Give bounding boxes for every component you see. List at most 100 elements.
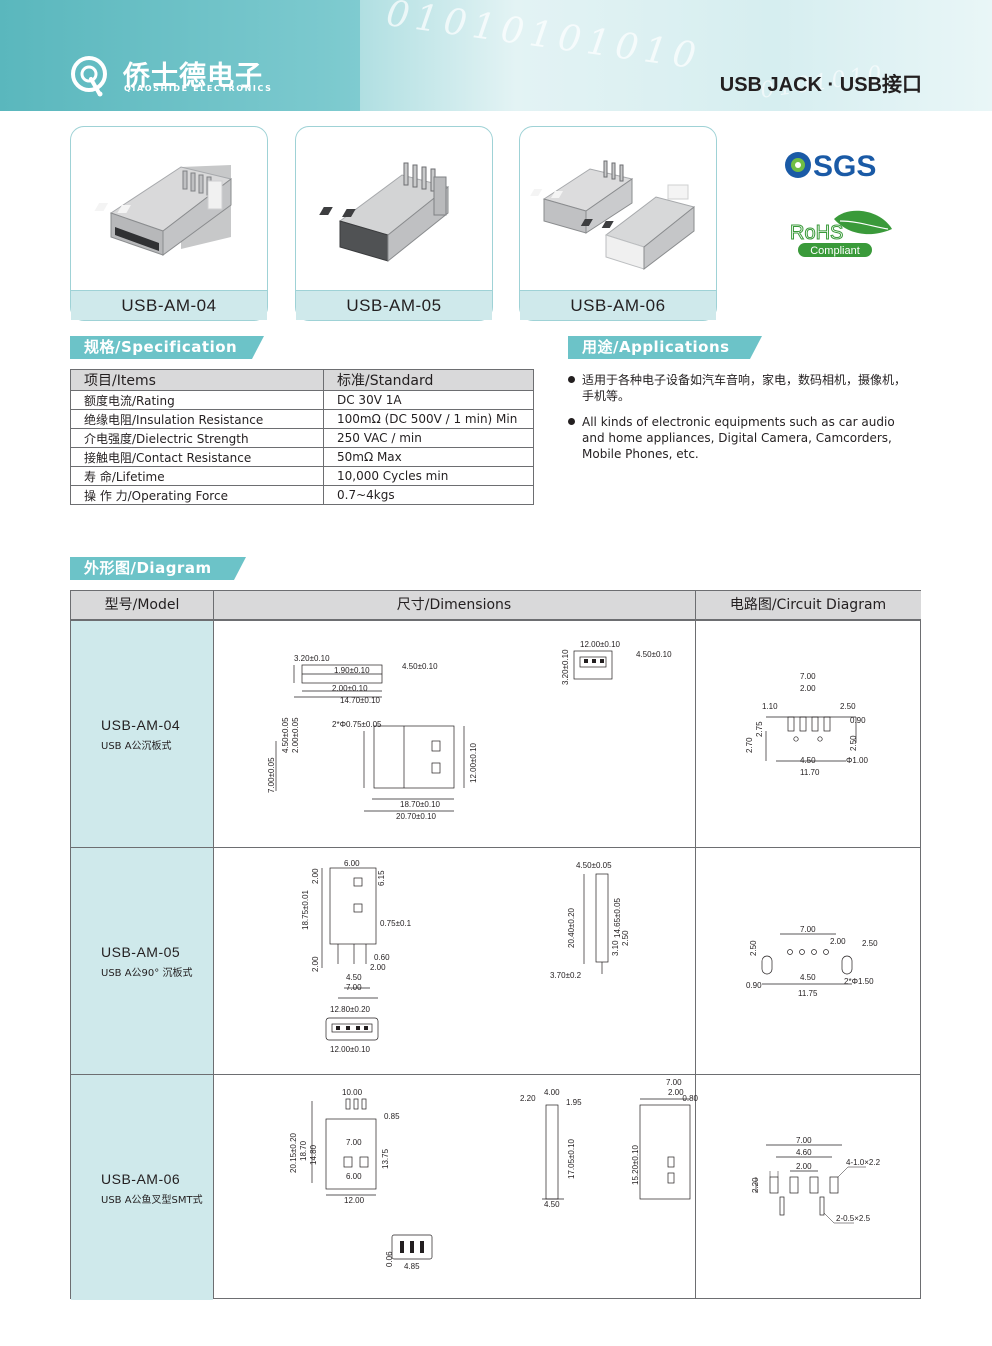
model-cell-usb-am-06: USB-AM-06 USB A公鱼叉型SMT式 [71, 1075, 213, 1300]
dim-label: 7.00 [346, 1138, 362, 1147]
spec-item: 操 作 力/Operating Force [70, 485, 324, 505]
dim-label: 14.80 [309, 1144, 318, 1165]
dim-label: 4.50±0.10 [402, 662, 438, 671]
circuit-label: 2.00 [800, 684, 816, 693]
table-header-row: 项目/Items 标准/Standard [70, 369, 534, 391]
spec-item: 接触电阻/Contact Resistance [70, 447, 324, 467]
circuit-label: 2.50 [849, 735, 858, 751]
dim-label: 6.00 [344, 859, 360, 868]
dim-label: 20.40±0.20 [567, 907, 576, 948]
column-header: 电路图/Circuit Diagram [695, 591, 921, 620]
dim-label: 4.00 [544, 1088, 560, 1097]
dim-label: 4.85 [404, 1262, 420, 1271]
dim-label: 12.00±0.10 [469, 742, 478, 783]
dim-label: 14.65±0.05 [613, 897, 622, 938]
spec-item: 寿 命/Lifetime [70, 466, 324, 486]
product-card-usb-am-05: USB-AM-05 [295, 126, 493, 321]
diagram-heading: 外形图/Diagram [70, 557, 246, 580]
applications-heading: 用途/Applications [568, 336, 762, 359]
circuit-label: 0.90 [850, 716, 866, 725]
dim-label: 18.70 [299, 1140, 308, 1161]
dim-label: 20.15±0.20 [289, 1132, 298, 1173]
circuit-label: 4.50 [800, 973, 816, 982]
circuit-label: 11.75 [798, 989, 818, 998]
column-header: 型号/Model [71, 591, 213, 620]
dim-label: 12.00±0.10 [580, 640, 621, 649]
rohs-logo: RoHS Compliant [790, 210, 892, 257]
product-label: USB-AM-06 [520, 290, 716, 320]
circuit-label: 7.00 [796, 1136, 812, 1145]
spec-item: 介电强度/Dielectric Strength [70, 428, 324, 448]
page-title: USB JACK · USB接口 [719, 74, 922, 96]
product-label: USB-AM-04 [71, 290, 267, 320]
model-description: USB A公鱼叉型SMT式 [101, 1195, 203, 1206]
specification-heading: 规格/Specification [70, 336, 264, 359]
dim-label: 3.10 [611, 940, 620, 956]
circuit-label: 2*Φ1.50 [844, 977, 874, 986]
product-label: USB-AM-05 [296, 290, 492, 320]
dim-label: 2.00±0.10 [332, 684, 368, 693]
dim-label: 12.00±0.10 [330, 1045, 371, 1054]
circuit-label: 2-0.5×2.5 [836, 1214, 871, 1223]
dim-label: 2.50 [621, 930, 630, 946]
circuit-label: Φ1.00 [846, 756, 869, 765]
list-item: All kinds of electronic equipments such … [568, 414, 908, 462]
dim-label: 20.70±0.10 [396, 812, 437, 821]
circuit-label: 2.50 [862, 939, 878, 948]
dim-label: 6.15 [377, 870, 386, 886]
dim-label: 2.00 [668, 1088, 684, 1097]
header-decor-bits: 01010101010 [383, 0, 705, 78]
circuit-drawing-usb-am-05: 7.00 2.00 2.50 2.50 0.90 4.50 2*Φ1.50 11… [746, 925, 878, 998]
dim-label: 4.50 [544, 1200, 560, 1209]
model-cell-usb-am-04: USB-AM-04 USB A公沉板式 [71, 621, 213, 847]
circuit-label: 11.70 [800, 768, 820, 777]
dim-label: 18.70±0.10 [400, 800, 441, 809]
spec-value: 0.7~4kgs [323, 485, 534, 505]
dim-label: 2.00 [370, 963, 386, 972]
circuit-label: 2.50 [749, 940, 758, 956]
company-name-en: QIAOSHIDE ELECTRONICS [124, 84, 273, 93]
dim-label: 13.75 [381, 1148, 390, 1169]
rohs-compliant-text: Compliant [810, 245, 860, 257]
company-name-cn: 侨士德电子 [123, 61, 263, 92]
page-header: 01010101010 0101010 侨士德电子 QIAOSHIDE ELEC… [0, 0, 992, 111]
dim-label: 4.50±0.05 [281, 717, 290, 753]
model-description: USB A公90° 沉板式 [101, 968, 193, 979]
dim-label: 10.00 [342, 1088, 363, 1097]
dim-label: 4.50±0.10 [636, 650, 672, 659]
applications-list: 适用于各种电子设备如汽车音响，家电，数码相机，摄像机，手机等。 All kind… [568, 372, 908, 472]
dimension-drawing-usb-am-05: 6.00 2.00 6.15 18.75±0.01 0.75±0.1 2.00 … [301, 859, 630, 1054]
dim-label: 12.00 [344, 1196, 365, 1205]
circuit-label: 7.00 [800, 925, 816, 934]
company-logo-icon [71, 56, 107, 97]
model-name: USB-AM-06 [101, 1171, 181, 1187]
dim-label: 4.50 [346, 973, 362, 982]
product-photo-usb-am-05 [319, 162, 450, 263]
column-header: 尺寸/Dimensions [213, 591, 695, 620]
dim-label: 18.75±0.01 [301, 889, 310, 930]
circuit-label: 2.00 [796, 1162, 812, 1171]
column-header: 项目/Items [70, 369, 324, 391]
dim-label: 17.05±0.10 [567, 1138, 576, 1179]
circuit-label: 4.50 [800, 756, 816, 765]
dim-label: 2.00 [311, 956, 320, 972]
circuit-label: 2.00 [830, 937, 846, 946]
dim-label: 1.90±0.10 [334, 666, 370, 675]
dim-label: 12.80±0.20 [330, 1005, 371, 1014]
model-name: USB-AM-04 [101, 717, 181, 733]
dim-label: 7.00 [346, 983, 362, 992]
dim-label: 0.85 [384, 1112, 400, 1121]
product-card-usb-am-04: USB-AM-04 [70, 126, 268, 321]
diagram-table: 型号/Model 尺寸/Dimensions 电路图/Circuit Diagr… [70, 590, 921, 1300]
dim-label: 3.70±0.2 [550, 971, 582, 980]
dim-label: 0.80 [682, 1094, 698, 1103]
dim-label: 2.00±0.05 [291, 717, 300, 753]
dim-label: 0.75±0.1 [380, 919, 412, 928]
model-description: USB A公沉板式 [101, 741, 172, 752]
spec-value: 250 VAC / min [323, 428, 534, 448]
spec-value: 100mΩ (DC 500V / 1 min) Min [323, 409, 534, 429]
model-cell-usb-am-05: USB-AM-05 USB A公90° 沉板式 [71, 848, 213, 1074]
